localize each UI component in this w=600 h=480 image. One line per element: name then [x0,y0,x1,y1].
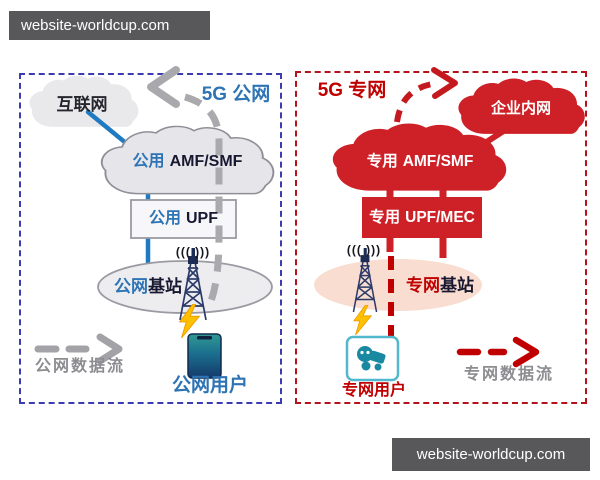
watermark-top-left: website-worldcup.com [9,11,210,40]
private-base-station-label: 专网基站 [406,276,474,295]
enterprise-intranet-label: 企业内网 [490,100,551,117]
private-upf-mec-box [362,197,482,238]
signal-waves-icon: ((( ))) [175,245,211,259]
public-panel-title: 5G 公网 [201,84,271,105]
private-lightning-icon [353,305,372,335]
private-flow-legend-label: 专网数据流 [463,366,554,383]
private-uplink-arrow [394,67,458,123]
public-base-station-ellipse [97,260,273,314]
public-flow-legend-label: 公网数据流 [34,358,125,375]
public-flow-legend-arrow [34,333,123,365]
private-user-devices-icon [345,335,400,382]
arrow-up-right-icon [431,67,458,99]
public-network-panel [19,73,282,404]
arrow-right-icon [512,336,540,368]
signal-waves-icon: ((( ))) [346,243,382,257]
arrow-right-icon [96,333,123,365]
public-base-station-label: 公网基站 [114,277,182,296]
public-user-label: 公网用户 [171,375,248,396]
internet-cloud-label: 互联网 [56,95,108,114]
arrow-left-icon [147,66,180,108]
private-panel-title: 5G 专网 [317,80,387,101]
smartphone-icon [187,333,222,379]
private-user-label: 专网用户 [341,382,406,399]
public-data-flow-arrow [147,66,223,306]
watermark-bottom-right: website-worldcup.com [392,438,590,471]
private-flow-legend-arrow [456,336,540,368]
